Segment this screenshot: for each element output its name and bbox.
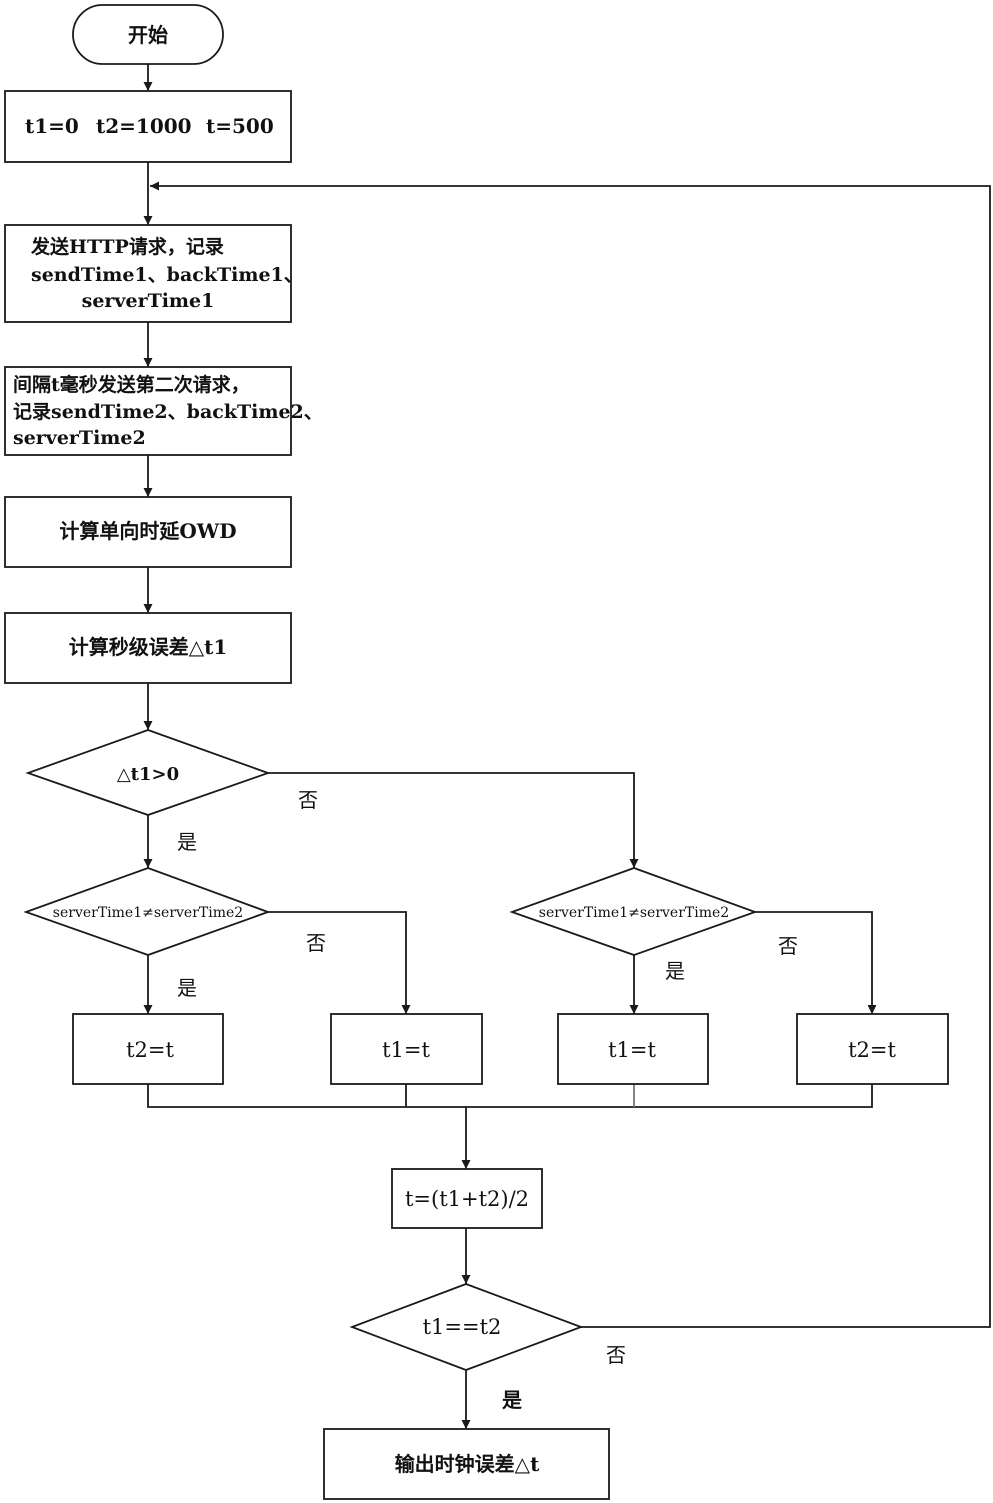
label-yes-left: 是 [177,976,197,1000]
assign-t2-left-label: t2=t [126,1038,174,1062]
label-no-left: 否 [306,931,326,955]
left-decision-label: serverTime1≠serverTime2 [53,905,243,921]
label-no-right: 否 [778,934,798,958]
send2-line1: 间隔t毫秒发送第二次请求， [13,373,250,396]
assign-t2-right-label: t2=t [848,1038,896,1062]
average-label: t=(t1+t2)/2 [405,1187,529,1211]
merge-line [148,1084,872,1107]
label-yes-converge: 是 [501,1388,522,1412]
label-yes-right: 是 [665,959,685,983]
init-t2: t2=1000 [96,114,192,138]
second-error-label: 计算秒级误差△t1 [69,635,228,659]
init-t1: t1=0 [25,114,79,138]
assign-t1-left-label: t1=t [382,1038,430,1062]
arrow-left-dec-no [268,912,406,1014]
arrow-decision-no [268,773,634,868]
arrow-right-dec-no [755,912,872,1014]
owd-label: 计算单向时延OWD [59,519,236,543]
label-no-dt: 否 [298,788,318,812]
send1-line2: sendTime1、backTime1、 [31,264,303,286]
label-no-converge: 否 [606,1343,626,1367]
send1-line3: serverTime1 [82,290,215,312]
start-label: 开始 [128,23,168,47]
right-decision-label: serverTime1≠serverTime2 [539,905,729,921]
send1-line1: 发送HTTP请求，记录 [30,235,224,258]
arrow-eq-no-loop [150,186,990,1327]
send2-line2: 记录sendTime2、backTime2、 [13,401,323,423]
output-label: 输出时钟误差△t [395,1452,540,1476]
send2-line3: serverTime2 [13,427,146,449]
init-t: t=500 [206,114,274,138]
label-yes-dt: 是 [177,830,197,854]
dt-decision-label: △t1>0 [117,764,179,785]
assign-t1-right-label: t1=t [608,1038,656,1062]
converge-decision-label: t1==t2 [423,1315,502,1339]
